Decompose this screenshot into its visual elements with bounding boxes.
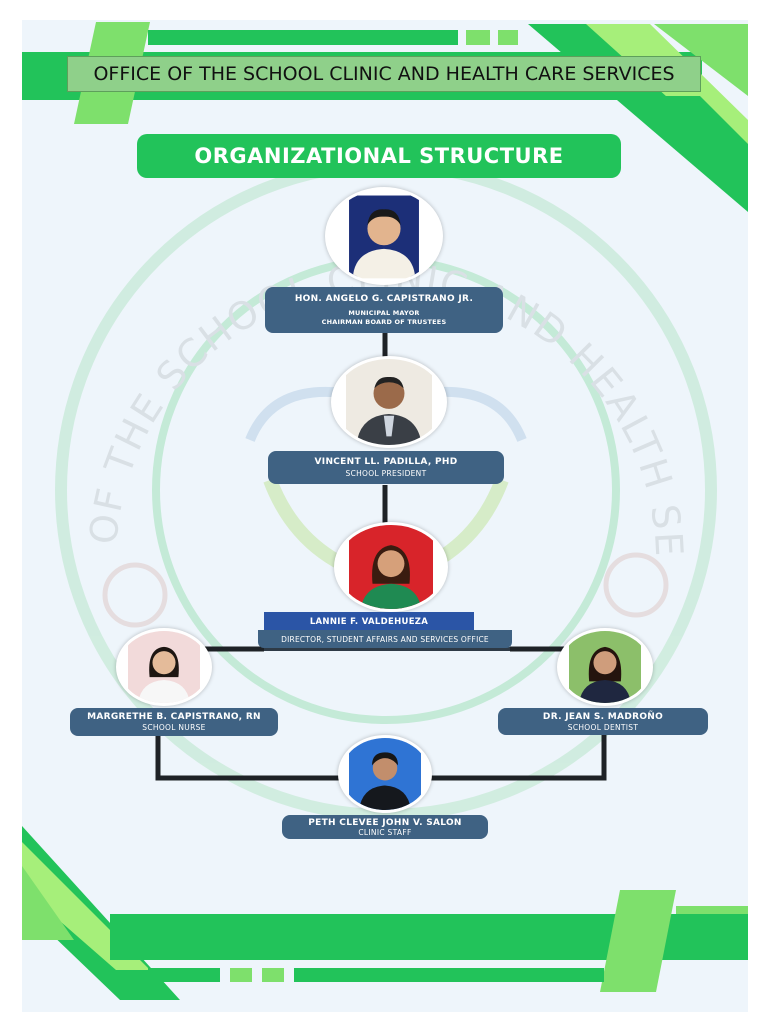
director-name: LANNIE F. VALDEHUEZA [264, 612, 474, 631]
staff-namebox: PETH CLEVEE JOHN V. SALON CLINIC STAFF [282, 815, 488, 839]
dentist-name: DR. JEAN S. MADROÑO [542, 712, 664, 722]
staff-photo [338, 735, 432, 813]
header-banner: OFFICE OF THE SCHOOL CLINIC AND HEALTH C… [67, 56, 701, 92]
person-avatar-icon [349, 525, 433, 609]
person-avatar-icon [569, 631, 641, 703]
president-role: SCHOOL PRESIDENT [345, 469, 427, 478]
bottom-right-stripe [600, 890, 676, 992]
mayor-role-line1: MUNICIPAL MAYOR [348, 309, 420, 317]
person-avatar-icon [349, 195, 419, 279]
staff-name: PETH CLEVEE JOHN V. SALON [308, 818, 462, 828]
dentist-role: SCHOOL DENTIST [567, 723, 639, 732]
staff-role: CLINIC STAFF [358, 828, 412, 837]
mayor-role-line2: CHAIRMAN BOARD OF TRUSTEES [321, 318, 447, 326]
president-name: VINCENT LL. PADILLA, PHD [314, 457, 458, 467]
dentist-namebox: DR. JEAN S. MADROÑO SCHOOL DENTIST [498, 708, 708, 735]
president-namebox: VINCENT LL. PADILLA, PHD SCHOOL PRESIDEN… [268, 451, 504, 484]
person-avatar-icon [346, 359, 432, 445]
nurse-name: MARGRETHE B. CAPISTRANO, RN [87, 712, 261, 722]
director-role: DIRECTOR, STUDENT AFFAIRS AND SERVICES O… [258, 630, 512, 648]
page-title: ORGANIZATIONAL STRUCTURE [137, 134, 621, 178]
nurse-photo [116, 628, 212, 706]
mayor-photo [325, 187, 443, 285]
mayor-name: HON. ANGELO G. CAPISTRANO JR. [294, 294, 474, 304]
mayor-namebox: HON. ANGELO G. CAPISTRANO JR. MUNICIPAL … [265, 287, 503, 333]
president-photo [331, 356, 447, 448]
person-avatar-icon [128, 631, 200, 703]
nurse-role: SCHOOL NURSE [142, 723, 206, 732]
director-photo [334, 522, 448, 612]
person-avatar-icon [349, 738, 421, 810]
nurse-namebox: MARGRETHE B. CAPISTRANO, RN SCHOOL NURSE [70, 708, 278, 736]
dentist-photo [557, 628, 653, 706]
